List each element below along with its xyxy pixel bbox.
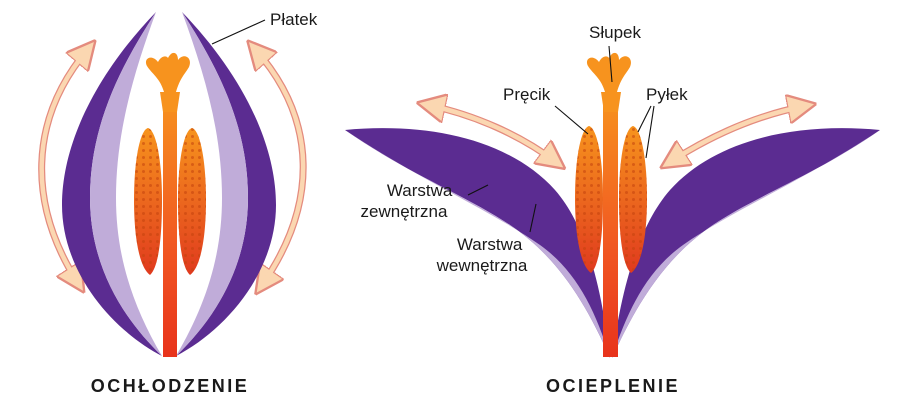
inner-layer-leader-line <box>529 203 537 233</box>
petal-leader-line <box>211 19 266 45</box>
pistil-closed <box>146 52 190 357</box>
label-stamen: Pręcik <box>503 85 551 104</box>
stamen-right-open <box>619 126 647 273</box>
cooling-panel: Płatek OCHŁODZENIE <box>38 10 318 396</box>
label-inner-layer: Warstwa wewnętrzna <box>436 235 528 275</box>
label-pollen: Pyłek <box>646 85 688 104</box>
stamen-leader-line <box>554 105 589 135</box>
warming-panel: Słupek Pręcik Pyłek Warstwa zewnętrzna W… <box>345 23 880 396</box>
label-pistil: Słupek <box>589 23 641 42</box>
caption-cooling: OCHŁODZENIE <box>91 376 250 396</box>
pistil-open <box>587 52 631 357</box>
outer-layer-leader-line <box>467 184 489 196</box>
stamen-right-closed <box>178 128 206 275</box>
petal-right <box>176 12 276 356</box>
pollen-leader-line-2 <box>645 105 655 159</box>
pistil-leader-line <box>608 45 613 83</box>
petal-right-open <box>612 128 880 358</box>
petal-left <box>62 12 162 356</box>
label-petal: Płatek <box>270 10 318 29</box>
stamen-left-open <box>575 126 603 273</box>
petal-left-open <box>345 128 610 358</box>
caption-warming: OCIEPLENIE <box>546 376 680 396</box>
stamen-left-closed <box>134 128 162 275</box>
label-outer-layer: Warstwa zewnętrzna <box>361 181 458 221</box>
pollen-leader-line-1 <box>637 105 652 133</box>
